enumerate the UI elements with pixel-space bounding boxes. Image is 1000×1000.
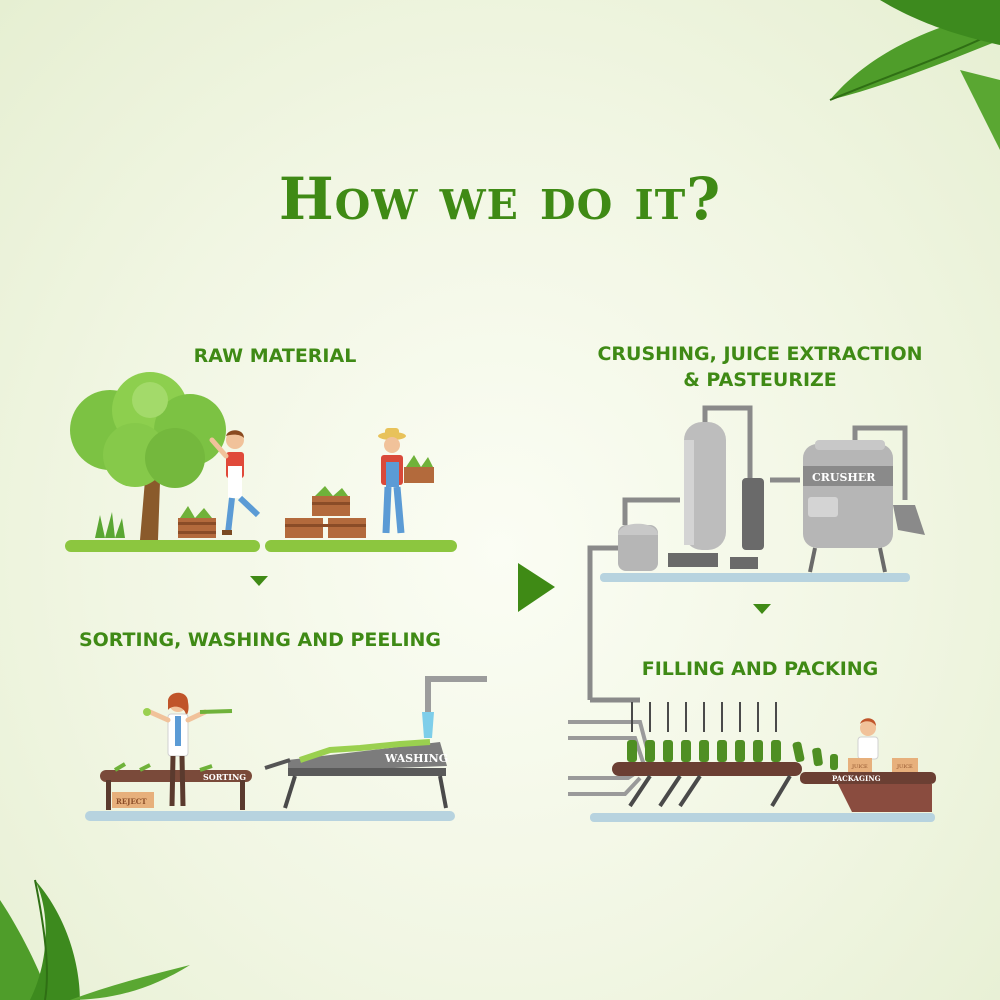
tall-tank [684, 422, 726, 550]
farmer-woman-icon [209, 430, 261, 535]
step-label-filling: FILLING AND PACKING [641, 658, 879, 680]
sorting-machine-label: SORTING [203, 772, 246, 782]
farmer-man-icon [378, 428, 434, 534]
step-label-crushing: CRUSHING, JUICE EXTRACTION & PASTEURIZE [590, 341, 930, 393]
page-title: How we do it? [278, 165, 722, 233]
step-label-crushing-line2: & PASTEURIZE [683, 369, 837, 391]
leaf-bottom-left-icon [0, 879, 190, 1000]
step-label-sorting: SORTING, WASHING AND PEELING [78, 629, 442, 651]
arrow-down-icon [753, 604, 771, 614]
crate-icon [178, 506, 216, 538]
floor-strip [590, 813, 935, 822]
washing-machine [264, 676, 487, 809]
juice-box-label: JUICE [851, 764, 868, 770]
worker-woman-icon [143, 692, 233, 807]
crusher-machine [803, 440, 925, 573]
reject-box-icon [112, 792, 154, 808]
packaging-label: PACKAGING [832, 774, 881, 783]
bottle-row-icon [627, 740, 838, 770]
ground-strip [265, 540, 457, 552]
washing-machine-label: WASHING [384, 752, 448, 765]
grass-icon [95, 512, 125, 538]
worker-man-icon [857, 718, 879, 760]
reject-box-label: REJECT [116, 797, 147, 806]
heat-exchanger [742, 478, 764, 550]
small-tank [618, 523, 658, 571]
juice-box-icon [848, 758, 918, 772]
feed-rails [568, 720, 652, 796]
step-label-raw-material: RAW MATERIAL [193, 345, 357, 367]
packaging-table [800, 772, 936, 812]
floor-strip [600, 573, 910, 582]
crusher-machine-label: CRUSHER [812, 471, 876, 484]
tree-icon [70, 372, 226, 540]
ground-strip [65, 540, 260, 552]
step-label-crushing-line1: CRUSHING, JUICE EXTRACTION [597, 343, 923, 365]
sorting-conveyor [100, 762, 252, 810]
crate-stack-icon [285, 486, 366, 538]
leaf-top-right-icon [829, 0, 1000, 150]
arrow-down-icon [250, 576, 268, 586]
filling-conveyor [612, 762, 802, 808]
sorting-washing-scene: SORTING WASHING REJECT [85, 676, 487, 821]
arrow-right-icon [518, 563, 555, 612]
juice-box-label: JUICE [896, 764, 913, 770]
pump-icon [668, 553, 758, 569]
filling-nozzles [631, 702, 777, 732]
floor-strip [85, 811, 455, 821]
crushing-scene: CRUSHER [587, 405, 925, 703]
filling-packing-scene: PACKAGING JUICE JUICE [568, 702, 936, 822]
raw-material-scene [65, 372, 457, 552]
pipe-network [587, 405, 908, 703]
